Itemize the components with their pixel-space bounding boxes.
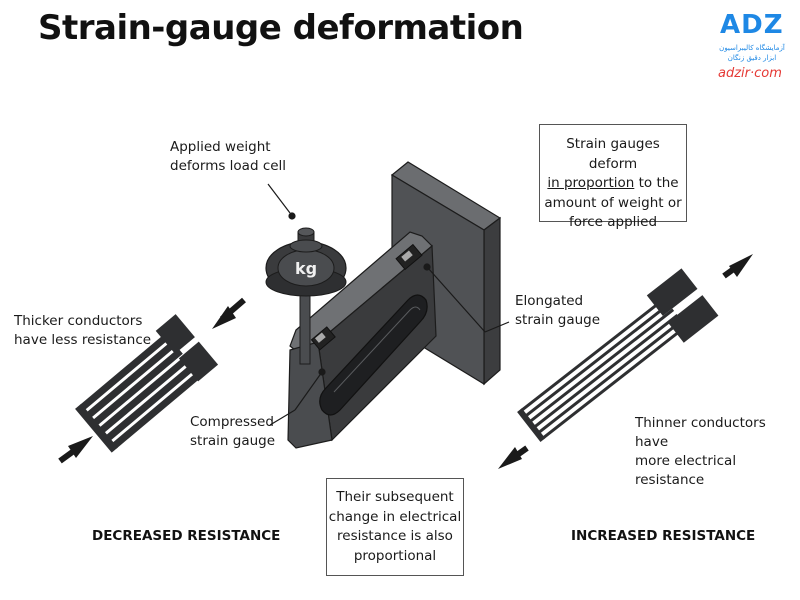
leader-lines <box>267 183 510 426</box>
heading-increased-resistance: INCREASED RESISTANCE <box>571 528 756 544</box>
info-line: resistance is also <box>337 528 453 544</box>
label-compressed-gauge: Compressed strain gauge <box>190 413 275 451</box>
info-box-resistance: Their subsequent change in electrical re… <box>326 478 464 576</box>
weight-kg-label: kg <box>295 259 318 278</box>
info-line: proportional <box>353 547 437 564</box>
info-line: Strain gauges deform <box>566 136 660 172</box>
arrow-icon <box>58 254 753 469</box>
logo-line2: ابزار دقیق زنگان <box>727 54 777 62</box>
brand-logo: ADZ آزمایشگاه کالیبراسیون ابزار دقیق زنگ… <box>712 10 792 85</box>
label-thinner-conductors: Thinner conductors have more electrical … <box>635 414 800 490</box>
label-line: strain gauge <box>190 433 276 449</box>
label-line: Thinner conductors have <box>635 415 766 450</box>
heading-decreased-resistance: DECREASED RESISTANCE <box>92 528 281 544</box>
logo-url: adzir·com <box>718 66 782 81</box>
label-thicker-conductors: Thicker conductors have less resistance <box>14 312 151 350</box>
label-line: have less resistance <box>14 332 152 348</box>
label-line: Compressed <box>190 414 274 430</box>
label-line: Thicker conductors <box>14 313 143 329</box>
load-cell <box>287 231 437 449</box>
kg-weight <box>265 227 347 365</box>
label-line: Applied weight <box>170 139 271 155</box>
compressed-gauge-art <box>75 312 225 453</box>
label-line: strain gauge <box>515 312 601 328</box>
logo-line1: آزمایشگاه کالیبراسیون <box>719 44 785 52</box>
page-title: Strain-gauge deformation <box>38 8 524 48</box>
label-line: more electrical resistance <box>635 453 737 488</box>
label-line: deforms load cell <box>170 158 287 174</box>
elongated-gauge-art <box>517 268 719 442</box>
info-rest: to the <box>634 175 679 191</box>
info-box-proportion: Strain gauges deform in proportion to th… <box>539 124 687 230</box>
label-applied-weight: Applied weight deforms load cell <box>170 138 286 176</box>
info-line: change in electrical <box>328 508 462 525</box>
info-line: Their subsequent <box>336 489 454 505</box>
logo-brand: ADZ <box>720 10 784 40</box>
label-elongated-gauge: Elongated strain gauge <box>515 292 600 330</box>
info-line: in proportion to the <box>540 174 686 194</box>
info-underlined: in proportion <box>547 175 635 191</box>
label-line: Elongated <box>515 293 584 309</box>
info-line: amount of weight or <box>544 194 682 211</box>
info-line: force applied <box>568 214 658 230</box>
